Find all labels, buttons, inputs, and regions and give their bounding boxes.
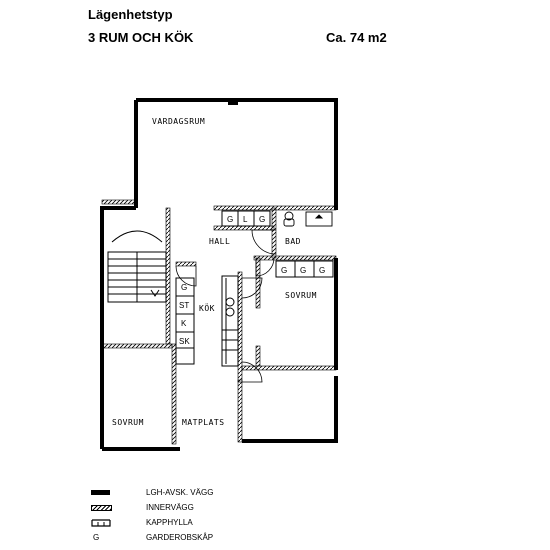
hall-cabinet-label: G: [227, 215, 233, 224]
stairwell: [107, 230, 167, 303]
legend-label: KAPPHYLLA: [146, 518, 193, 527]
bedroom-cabinet-label: G: [281, 266, 287, 275]
plan-title: Lägenhetstyp: [88, 7, 173, 22]
sink-icon: [225, 307, 235, 317]
room-label-living: VARDAGSRUM: [152, 117, 205, 126]
bedroom-cabinets: G G G: [275, 260, 334, 278]
legend-label: GARDEROBSKÅP: [146, 533, 214, 542]
room-label-bath: BAD: [285, 237, 301, 246]
room-label-kitchen: KÖK: [199, 303, 215, 313]
apartment-type: 3 RUM OCH KÖK: [88, 30, 194, 45]
kitchen-units: G ST K SK: [175, 277, 195, 365]
bathroom-fixtures: [283, 211, 333, 227]
hat-shelf-icon: [91, 519, 111, 527]
outer-walls: [100, 98, 338, 451]
sink-icon: [225, 297, 235, 307]
drain-icon: [314, 214, 324, 219]
kitchen-unit-label: G: [181, 283, 187, 292]
inner-wall-symbol: [91, 505, 112, 511]
door-swings: [175, 229, 277, 383]
legend-label: LGH-AVSK. VÄGG: [146, 488, 214, 497]
kitchen-unit-label: K: [181, 319, 187, 328]
kitchen-unit-label: SK: [179, 337, 190, 346]
bedroom-cabinet-label: G: [300, 266, 306, 275]
legend-label: INNERVÄGG: [146, 503, 194, 512]
hall-cabinet-label: L: [243, 215, 248, 224]
room-label-bedroom-right: SOVRUM: [285, 291, 317, 300]
hall-cabinets: G L G: [221, 210, 271, 227]
wardrobe-symbol: G: [93, 533, 100, 542]
thick-wall-symbol: [91, 490, 110, 495]
inner-walls: [101, 199, 337, 445]
room-label-hall: HALL: [209, 237, 230, 246]
room-label-bedroom-left: SOVRUM: [112, 418, 144, 427]
room-label-dining: MATPLATS: [182, 418, 225, 427]
kitchen-unit-label: ST: [179, 301, 189, 310]
toilet-icon: [284, 211, 294, 221]
apartment-area: Ca. 74 m2: [326, 30, 387, 45]
window-marker: [228, 98, 238, 105]
kitchen-counter: [221, 275, 239, 367]
hall-cabinet-label: G: [259, 215, 265, 224]
bedroom-cabinet-label: G: [319, 266, 325, 275]
